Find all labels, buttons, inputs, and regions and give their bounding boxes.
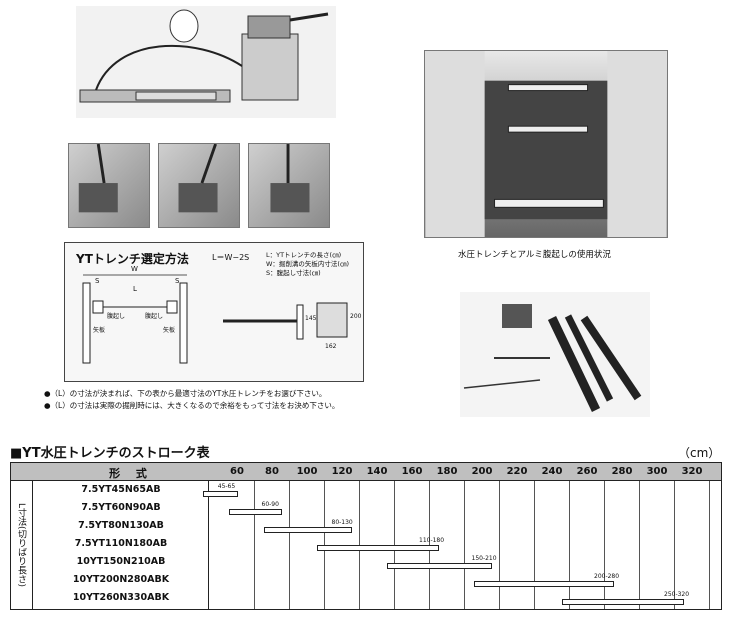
grid-line bbox=[709, 481, 710, 609]
model-name: 10YT200N280ABK bbox=[72, 574, 170, 585]
model-column: 7.5YT45N65AB 7.5YT60N90AB 7.5YT80N130AB 7.5… bbox=[33, 481, 209, 609]
legend-s: S：腹起し寸法(㎝) bbox=[266, 269, 321, 277]
closeup-photo-2 bbox=[158, 143, 240, 228]
grid-line bbox=[499, 481, 500, 609]
tick-label-180: 180 bbox=[436, 466, 458, 477]
selection-method-diagram: W S S L 腹起し 腹起し 矢板 矢板 145 200 162 bbox=[64, 242, 364, 382]
product-illustration bbox=[76, 6, 336, 118]
grid-line bbox=[534, 481, 535, 609]
tick-label-140: 140 bbox=[366, 466, 388, 477]
haraokoshi-left-label: 腹起し bbox=[107, 313, 126, 320]
side-label: L寸法(切りばり長さ) bbox=[11, 481, 33, 609]
yaita-right-label: 矢板 bbox=[163, 327, 176, 334]
haraokoshi-right-label: 腹起し bbox=[145, 313, 164, 320]
dim-w-label: W bbox=[131, 265, 138, 273]
stroke-table-unit: （cm） bbox=[678, 446, 721, 460]
tick-label-160: 160 bbox=[401, 466, 423, 477]
closeup-photo-1 bbox=[68, 143, 150, 228]
stroke-range-label: 45-65 bbox=[217, 483, 236, 490]
model-name: 10YT150N210AB bbox=[76, 556, 166, 567]
tick-label-120: 120 bbox=[331, 466, 353, 477]
grid-line bbox=[569, 481, 570, 609]
product-set-photo bbox=[460, 292, 650, 417]
grid-line bbox=[674, 481, 675, 609]
stroke-range-label: 250-320 bbox=[664, 591, 690, 598]
tick-label-240: 240 bbox=[541, 466, 563, 477]
dim-l-label: L bbox=[133, 285, 137, 293]
stroke-bar bbox=[316, 545, 439, 551]
stroke-bar bbox=[229, 509, 282, 515]
dim-200-label: 200 bbox=[350, 313, 362, 320]
model-name: 7.5YT45N65AB bbox=[81, 484, 161, 495]
stroke-bar bbox=[561, 599, 684, 605]
stroke-range-label: 80-130 bbox=[331, 519, 353, 526]
diagram-title: YTトレンチ選定方法 bbox=[76, 252, 189, 266]
stroke-table-title: ■YT水圧トレンチのストローク表 bbox=[10, 446, 210, 461]
stroke-table: 形 式 60 80 100 120 140 160 180 200 220 240 260 280 30… bbox=[10, 462, 722, 610]
note-1: ●（L）の寸法が決まれば、下の表から最適寸法のYT水圧トレンチをお選び下さい。 bbox=[44, 389, 327, 398]
grid-line bbox=[254, 481, 255, 609]
stroke-bar bbox=[386, 563, 492, 569]
stroke-range-label: 150-210 bbox=[471, 555, 497, 562]
tick-label-320: 320 bbox=[681, 466, 703, 477]
tick-label-100: 100 bbox=[296, 466, 318, 477]
stroke-bar bbox=[264, 527, 352, 533]
grid-line bbox=[464, 481, 465, 609]
model-name: 10YT260N330ABK bbox=[72, 592, 170, 603]
tick-label-80: 80 bbox=[265, 466, 279, 477]
tick-label-260: 260 bbox=[576, 466, 598, 477]
diagram-formula: L＝W−2S bbox=[212, 253, 250, 262]
trench-site-photo bbox=[424, 50, 668, 238]
grid-line bbox=[289, 481, 290, 609]
model-name: 7.5YT110N180AB bbox=[74, 538, 168, 549]
stroke-range-label: 200-280 bbox=[594, 573, 620, 580]
tick-label-60: 60 bbox=[230, 466, 244, 477]
tick-label-280: 280 bbox=[611, 466, 633, 477]
model-header: 形 式 bbox=[109, 467, 153, 480]
model-name: 7.5YT60N90AB bbox=[81, 502, 161, 513]
yaita-left-label: 矢板 bbox=[93, 327, 106, 334]
grid-line bbox=[604, 481, 605, 609]
tick-label-300: 300 bbox=[646, 466, 668, 477]
grid-line bbox=[639, 481, 640, 609]
diagram-legend: L：YTトレンチの長さ(㎝) W：掘削溝の矢板内寸法(㎝) S：腹起し寸法(㎝) bbox=[266, 251, 349, 278]
dim-s-left-label: S bbox=[95, 277, 100, 285]
closeup-photo-3 bbox=[248, 143, 330, 228]
legend-w: W：掘削溝の矢板内寸法(㎝) bbox=[266, 260, 349, 268]
selection-diagram-drawing bbox=[82, 274, 348, 364]
tick-label-200: 200 bbox=[471, 466, 493, 477]
product-illustration-drawing bbox=[79, 9, 329, 103]
tick-label-220: 220 bbox=[506, 466, 528, 477]
dim-162-label: 162 bbox=[325, 343, 337, 350]
legend-l: L：YTトレンチの長さ(㎝) bbox=[266, 251, 342, 259]
dim-145-label: 145 bbox=[305, 315, 317, 322]
model-name: 7.5YT80N130AB bbox=[78, 520, 164, 531]
note-2: ●（L）の寸法は実際の掘削時には、大きくなるので余裕をもって寸法をお決め下さい。 bbox=[44, 401, 340, 410]
stroke-bar bbox=[202, 491, 238, 497]
stroke-bar bbox=[474, 581, 614, 587]
stroke-range-label: 60-90 bbox=[261, 501, 279, 508]
stroke-range-label: 110-180 bbox=[419, 537, 445, 544]
trench-photo-caption: 水圧トレンチとアルミ腹起しの使用状況 bbox=[458, 250, 611, 260]
dim-s-right-label: S bbox=[175, 277, 180, 285]
stroke-table-header: 形 式 60 80 100 120 140 160 180 200 220 240 260 280 30… bbox=[11, 463, 721, 481]
